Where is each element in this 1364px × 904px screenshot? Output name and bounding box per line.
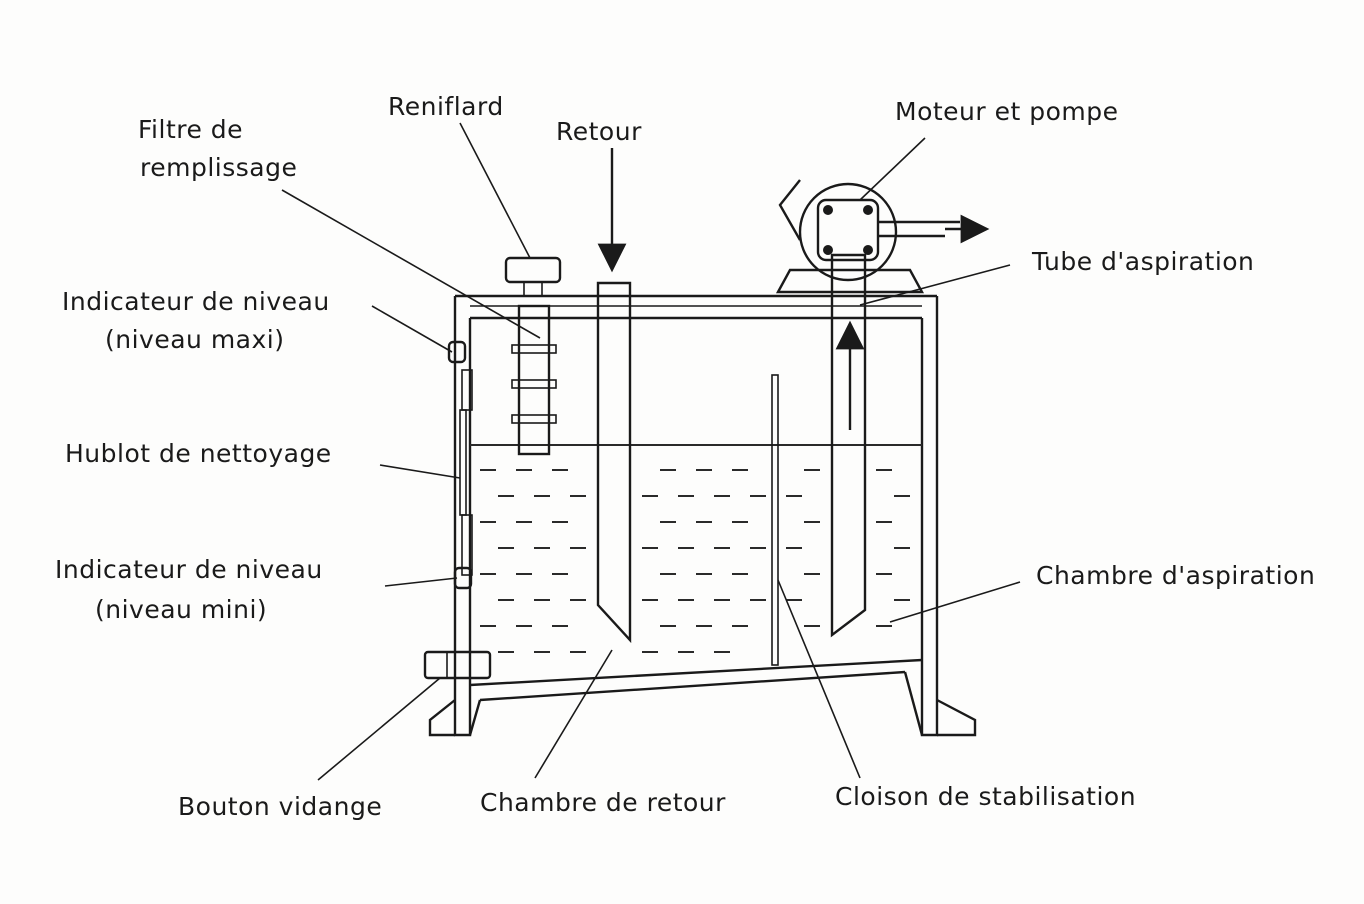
motor-pump: [775, 179, 990, 294]
stabilisation-baffle: [771, 374, 779, 666]
label-hublot: Hublot de nettoyage: [65, 439, 332, 468]
label-reniflard: Reniflard: [388, 92, 504, 121]
label-cloison: Cloison de stabilisation: [835, 782, 1136, 811]
label-filtre-1: Filtre de: [138, 115, 243, 144]
label-indicateur-mini-1: Indicateur de niveau: [55, 555, 323, 584]
label-chambre-aspiration: Chambre d'aspiration: [1036, 561, 1315, 590]
label-moteur-pompe: Moteur et pompe: [895, 97, 1119, 126]
return-pipe: [596, 148, 632, 644]
label-tube-aspiration: Tube d'aspiration: [1031, 247, 1254, 276]
label-filtre-2: remplissage: [140, 153, 297, 182]
tank-body: [428, 294, 977, 737]
filler-breather: [504, 256, 562, 456]
label-bouton-vidange: Bouton vidange: [178, 792, 382, 821]
fluid: [470, 444, 922, 653]
label-indicateur-mini-2: (niveau mini): [95, 595, 267, 624]
label-retour: Retour: [556, 117, 642, 146]
labels: Filtre de remplissage Reniflard Retour M…: [55, 92, 1315, 821]
side-fittings: [423, 340, 492, 680]
label-indicateur-maxi-1: Indicateur de niveau: [62, 287, 330, 316]
leader-lines: [281, 122, 1021, 781]
suction-tube: [830, 253, 867, 638]
label-chambre-retour: Chambre de retour: [480, 788, 726, 817]
label-indicateur-maxi-2: (niveau maxi): [105, 325, 285, 354]
